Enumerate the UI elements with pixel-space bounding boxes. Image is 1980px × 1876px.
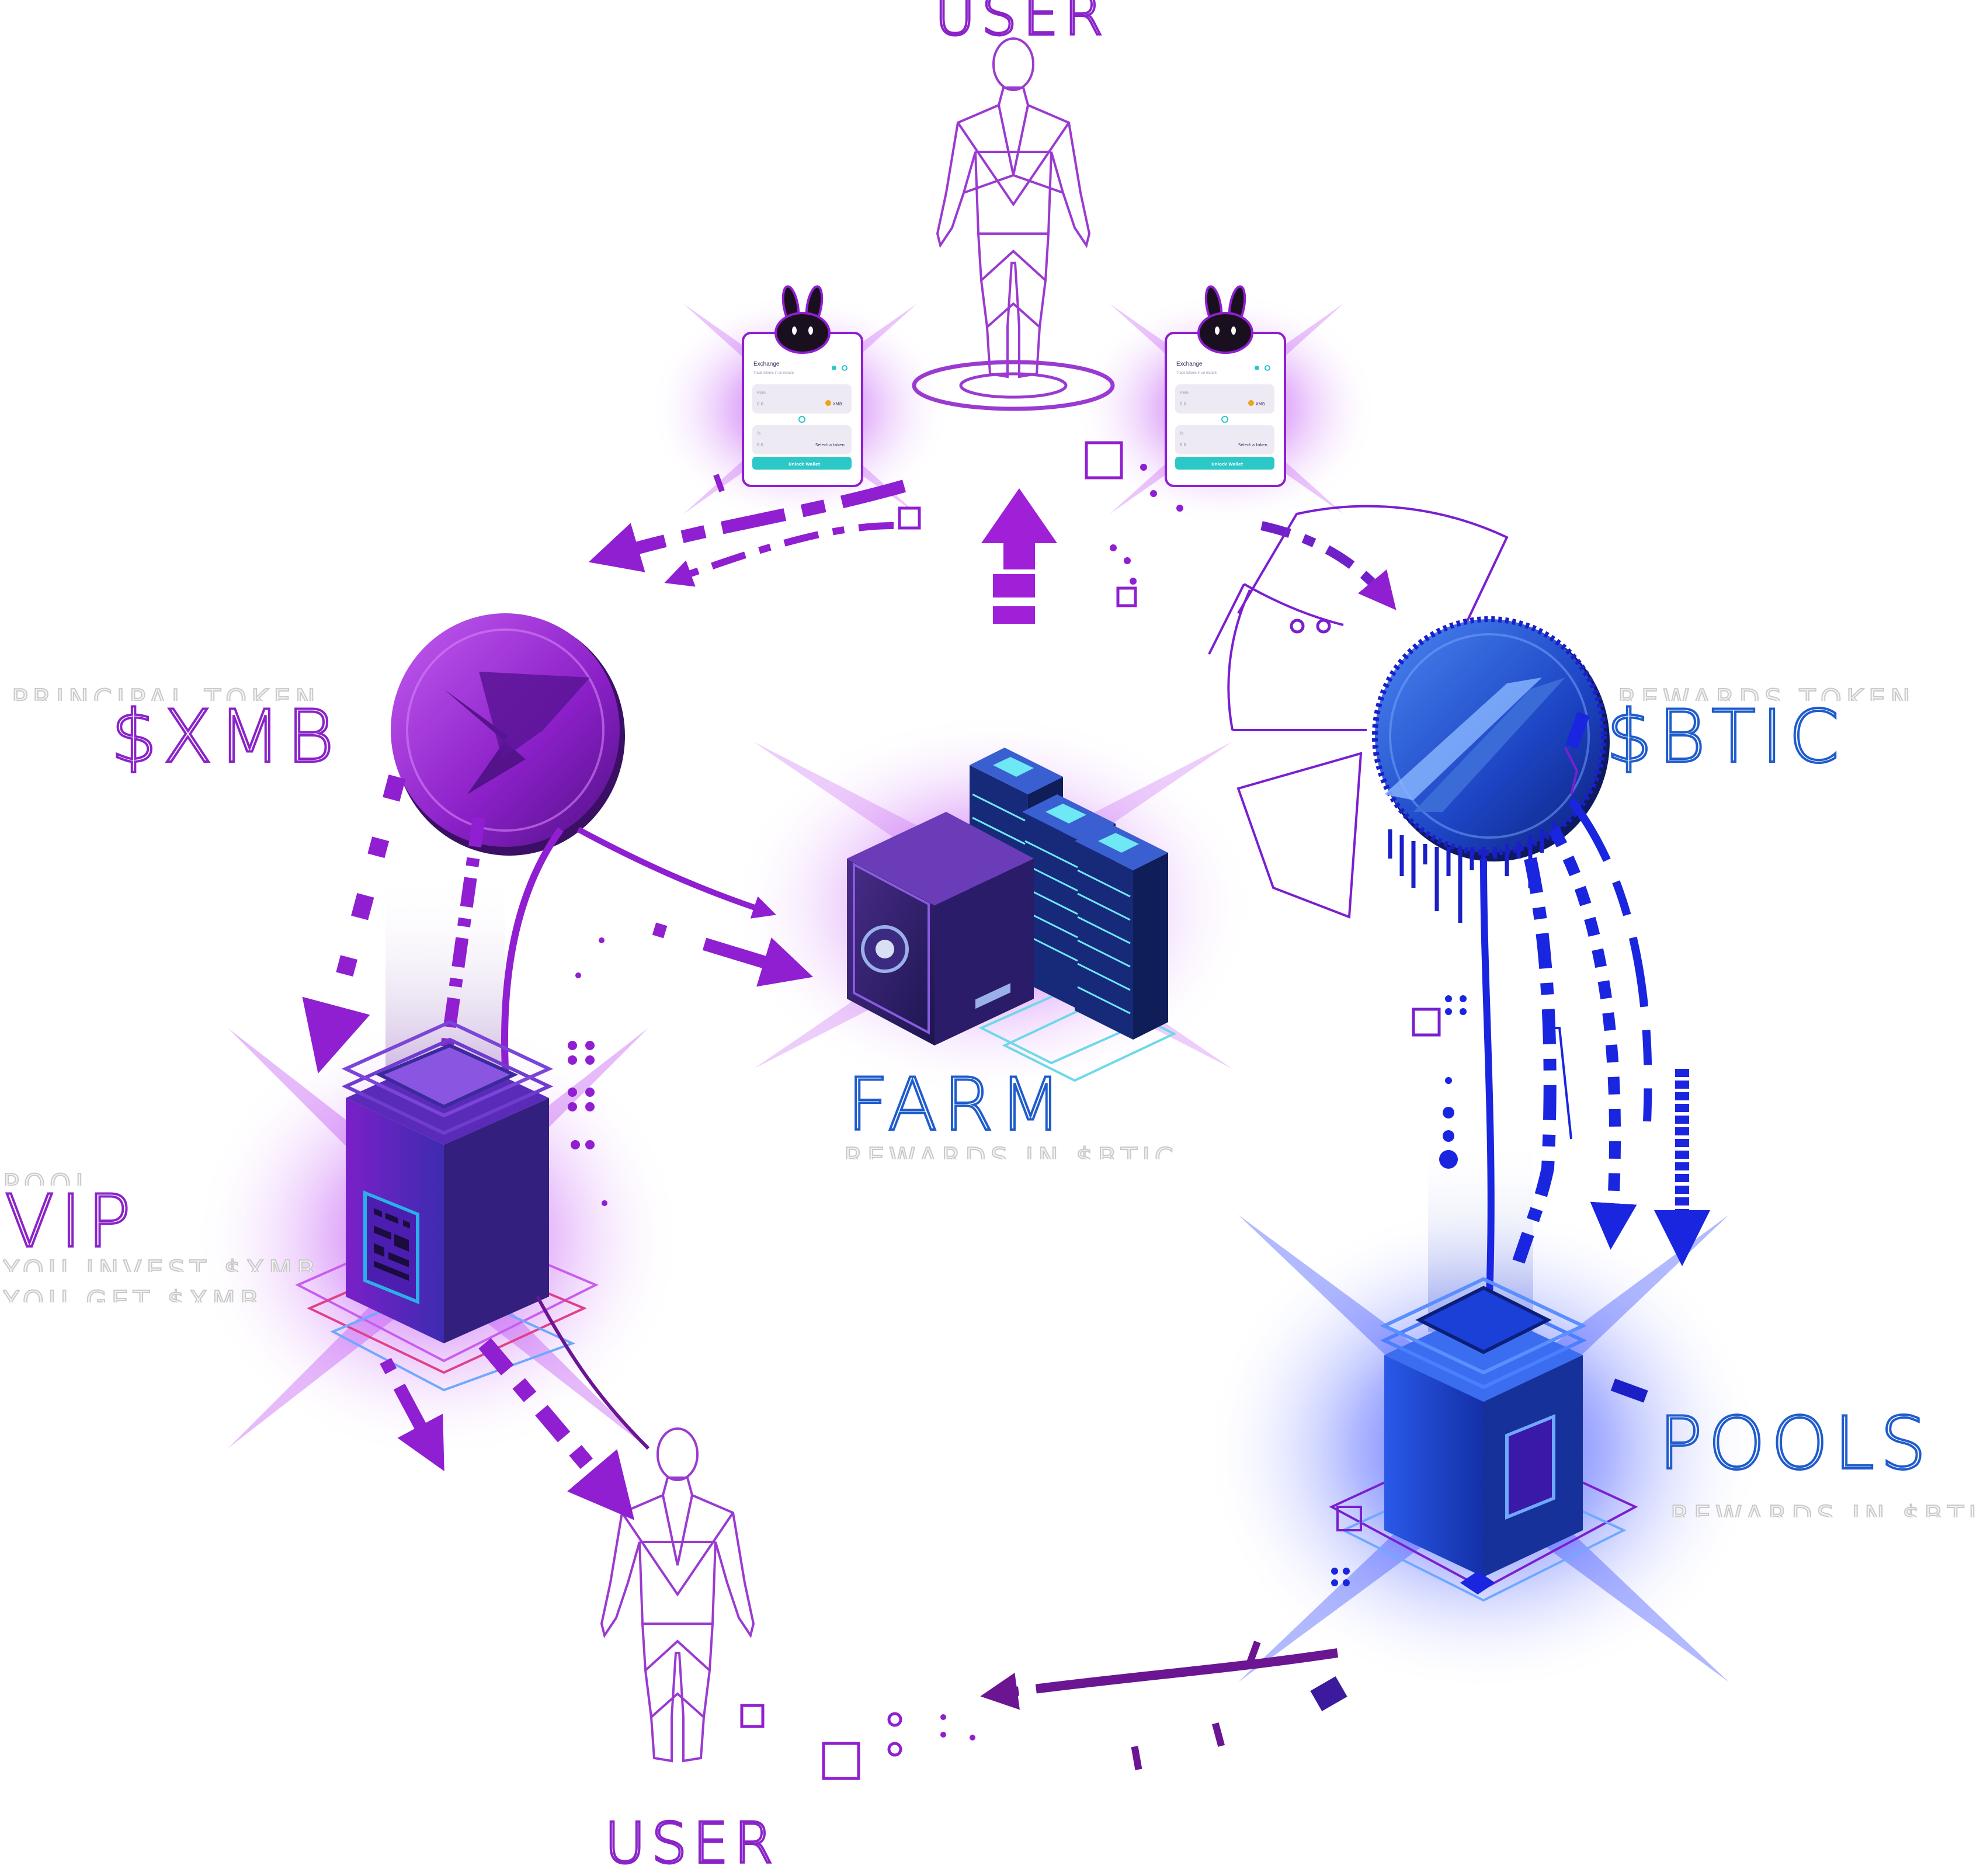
exchange-to-label: To	[1179, 432, 1184, 436]
exchange-to-label: To	[756, 432, 761, 436]
vip-label: VIP	[4, 1179, 137, 1265]
vip-line-2: YOU GET $XMB	[3, 1285, 263, 1302]
xmb-caption: PRINCIPAL TOKEN	[12, 683, 320, 701]
arrow-pools-to-user	[980, 1641, 1347, 1770]
exchange-button: Unlock Wallet	[788, 462, 821, 467]
bunny-icon	[1197, 285, 1253, 354]
farm-caption: REWARDS IN $BTIC	[844, 1142, 1178, 1159]
exchange-from-label: From	[757, 391, 766, 395]
arrows-vip-to-user	[380, 1295, 650, 1520]
vip-dots	[568, 1041, 607, 1206]
pools-caption: REWARDS IN $BTIC	[1670, 1500, 1980, 1517]
btic-coin-icon	[1208, 505, 1610, 923]
xmb-coin-icon	[391, 613, 625, 856]
exchange-card-left: Exchange Trade tokens in an instant From…	[742, 285, 863, 487]
pools-dots	[1412, 995, 1467, 1169]
vip-block-icon	[295, 1020, 599, 1392]
exchange-from-label: From	[1180, 391, 1189, 395]
pools-label: POOLS	[1658, 1401, 1932, 1487]
arrows-xmb-to-vip	[302, 774, 564, 1110]
exchange-from-token: XMB	[833, 402, 842, 407]
server-rack-3	[1075, 824, 1168, 1040]
arrow-top-left-curves	[588, 474, 921, 587]
exchange-from-token: XMB	[1256, 402, 1265, 407]
exchange-button: Unlock Wallet	[1211, 462, 1243, 467]
user-bottom-label: USER	[603, 1809, 779, 1876]
exchange-to-value: 0.0	[1180, 443, 1186, 447]
exchange-to-value: 0.0	[757, 443, 763, 447]
vip-line-1: YOU INVEST $XMB	[3, 1255, 320, 1272]
exchange-from-value: 0.0	[1180, 402, 1186, 407]
exchange-to-select: Select a token	[815, 443, 845, 447]
arrow-up-center	[981, 488, 1057, 624]
exchange-card-right: Exchange Trade tokens in an instant From…	[1165, 285, 1286, 487]
btic-caption: REWARDS TOKEN	[1618, 683, 1915, 701]
btic-label: $BTIC	[1605, 694, 1845, 780]
safe-server-icon	[847, 748, 1177, 1082]
bottom-shapes	[740, 1704, 975, 1780]
exchange-from-value: 0.0	[757, 402, 763, 407]
bunny-icon	[774, 285, 831, 354]
exchange-title: Exchange	[753, 361, 780, 367]
exchange-title: Exchange	[1176, 361, 1203, 367]
arrows-xmb-to-farm	[575, 826, 814, 987]
farm-label: FARM	[846, 1062, 1068, 1148]
exchange-subtitle: Trade tokens in an instant	[1176, 371, 1217, 375]
arrow-top-right-curves	[1085, 441, 1397, 610]
exchange-to-select: Select a token	[1238, 443, 1267, 447]
pools-block-icon	[1329, 1277, 1648, 1602]
safe	[847, 812, 1034, 1045]
xmb-label: $XMB	[110, 694, 341, 780]
arrows-btic-to-pools	[1480, 711, 1710, 1297]
exchange-subtitle: Trade tokens in an instant	[753, 371, 794, 375]
user-top-figure	[912, 37, 1115, 411]
user-top-label: USER	[933, 0, 1109, 49]
user-bottom-figure	[600, 1427, 755, 1763]
vip-caption: POOL	[3, 1168, 95, 1186]
